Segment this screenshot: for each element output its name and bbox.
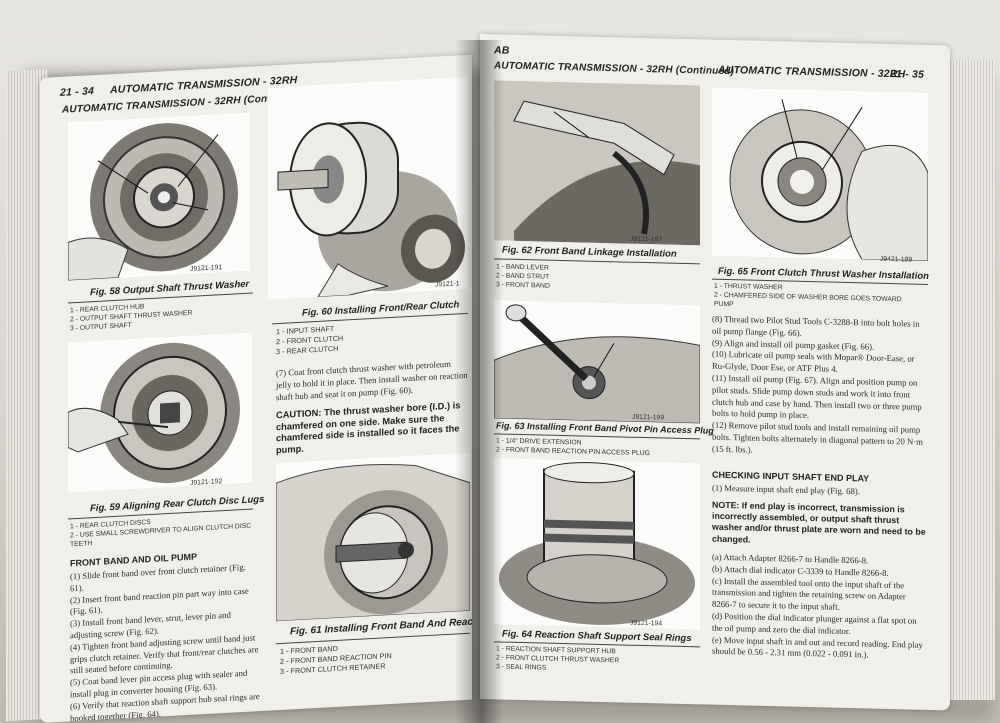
legend-item: 3 - FRONT BAND	[496, 281, 550, 290]
figure-62-illustration	[494, 80, 700, 246]
right-running-header: AUTOMATIC TRANSMISSION - 32RH	[718, 63, 906, 81]
right-page-number: 21 - 35	[890, 68, 925, 81]
figure-59-legend: 1 - REAR CLUTCH DISCS 2 - USE SMALL SCRE…	[70, 513, 251, 550]
figure-60-illustration	[268, 76, 468, 300]
note-text: NOTE: If end play is incorrect, transmis…	[712, 499, 926, 545]
figure-65-illustration	[712, 87, 928, 261]
figure-58-caption: Fig. 58 Output Shaft Thrust Washer	[90, 278, 250, 299]
step-paragraph: (e) Move input shaft in and out and reco…	[712, 634, 923, 660]
step-paragraph: (11) Install oil pump (Fig. 67). Align a…	[712, 372, 922, 421]
section-heading-end-play: CHECKING INPUT SHAFT END PLAY	[712, 469, 870, 484]
figure-64-code: J9121-194	[630, 619, 663, 628]
paragraph-7: (7) Coat front clutch thrust washer with…	[276, 358, 468, 402]
right-page: AB AUTOMATIC TRANSMISSION - 32RH 21 - 35…	[480, 34, 950, 711]
figure-63-legend: 1 - 1/4" DRIVE EXTENSION 2 - FRONT BAND …	[496, 436, 650, 458]
left-page: 21 - 34 AUTOMATIC TRANSMISSION - 32RH AU…	[40, 54, 472, 723]
figure-65-legend: 1 - THRUST WASHER 2 - CHAMFERED SIDE OF …	[714, 282, 902, 314]
step-paragraph: (c) Install the assembled tool onto the …	[712, 575, 906, 612]
end-play-step-1: (1) Measure input shaft end play (Fig. 6…	[712, 482, 860, 497]
left-section-title: AUTOMATIC TRANSMISSION - 32RH (Continued…	[62, 91, 303, 116]
figure-62-legend: 1 - BAND LEVER 2 - BAND STRUT 3 - FRONT …	[496, 262, 550, 290]
figure-64-illustration	[494, 458, 700, 630]
figure-60-legend: 1 - INPUT SHAFT 2 - FRONT CLUTCH 3 - REA…	[276, 324, 343, 358]
figure-62-caption: Fig. 62 Front Band Linkage Installation	[502, 244, 677, 260]
right-section-title: AUTOMATIC TRANSMISSION - 32RH (Continued…	[494, 60, 735, 78]
end-play-substeps: (a) Attach Adapter 8266-7 to Handle 8266…	[712, 552, 928, 663]
figure-63-code: J9121-199	[632, 413, 665, 422]
page-edges-right	[945, 60, 995, 700]
figure-63-illustration	[494, 300, 700, 424]
legend-item: 3 - REAR CLUTCH	[276, 343, 339, 357]
figure-65-code: J9421-189	[880, 255, 913, 264]
figure-59-illustration	[68, 332, 252, 493]
figure-61-illustration	[276, 452, 470, 622]
figure-62-code: J9121-197	[630, 235, 663, 244]
figure-59-code: J9121-192	[190, 478, 223, 487]
left-page-number: 21 - 34	[60, 85, 95, 99]
figure-60-caption: Fig. 60 Installing Front/Rear Clutch	[302, 299, 460, 319]
oil-pump-steps: (8) Thread two Pilot Stud Tools C-3288-B…	[712, 314, 928, 461]
step-paragraph: (12) Remove pilot stud tools and install…	[712, 419, 923, 455]
caution-text: CAUTION: The thrust washer bore (I.D.) i…	[276, 400, 461, 455]
figure-59-caption: Fig. 59 Aligning Rear Clutch Disc Lugs	[90, 493, 265, 515]
figure-58-illustration	[68, 112, 250, 281]
front-band-steps: (1) Slide front band over front clutch r…	[70, 561, 260, 723]
figure-64-legend: 1 - REACTION SHAFT SUPPORT HUB 2 - FRONT…	[496, 644, 619, 674]
figure-61-legend: 1 - FRONT BAND 2 - FRONT BAND REACTION P…	[280, 641, 392, 677]
book-gutter	[455, 40, 503, 723]
figure-58-legend: 1 - REAR CLUTCH HUB 2 - OUTPUT SHAFT THR…	[70, 300, 192, 334]
